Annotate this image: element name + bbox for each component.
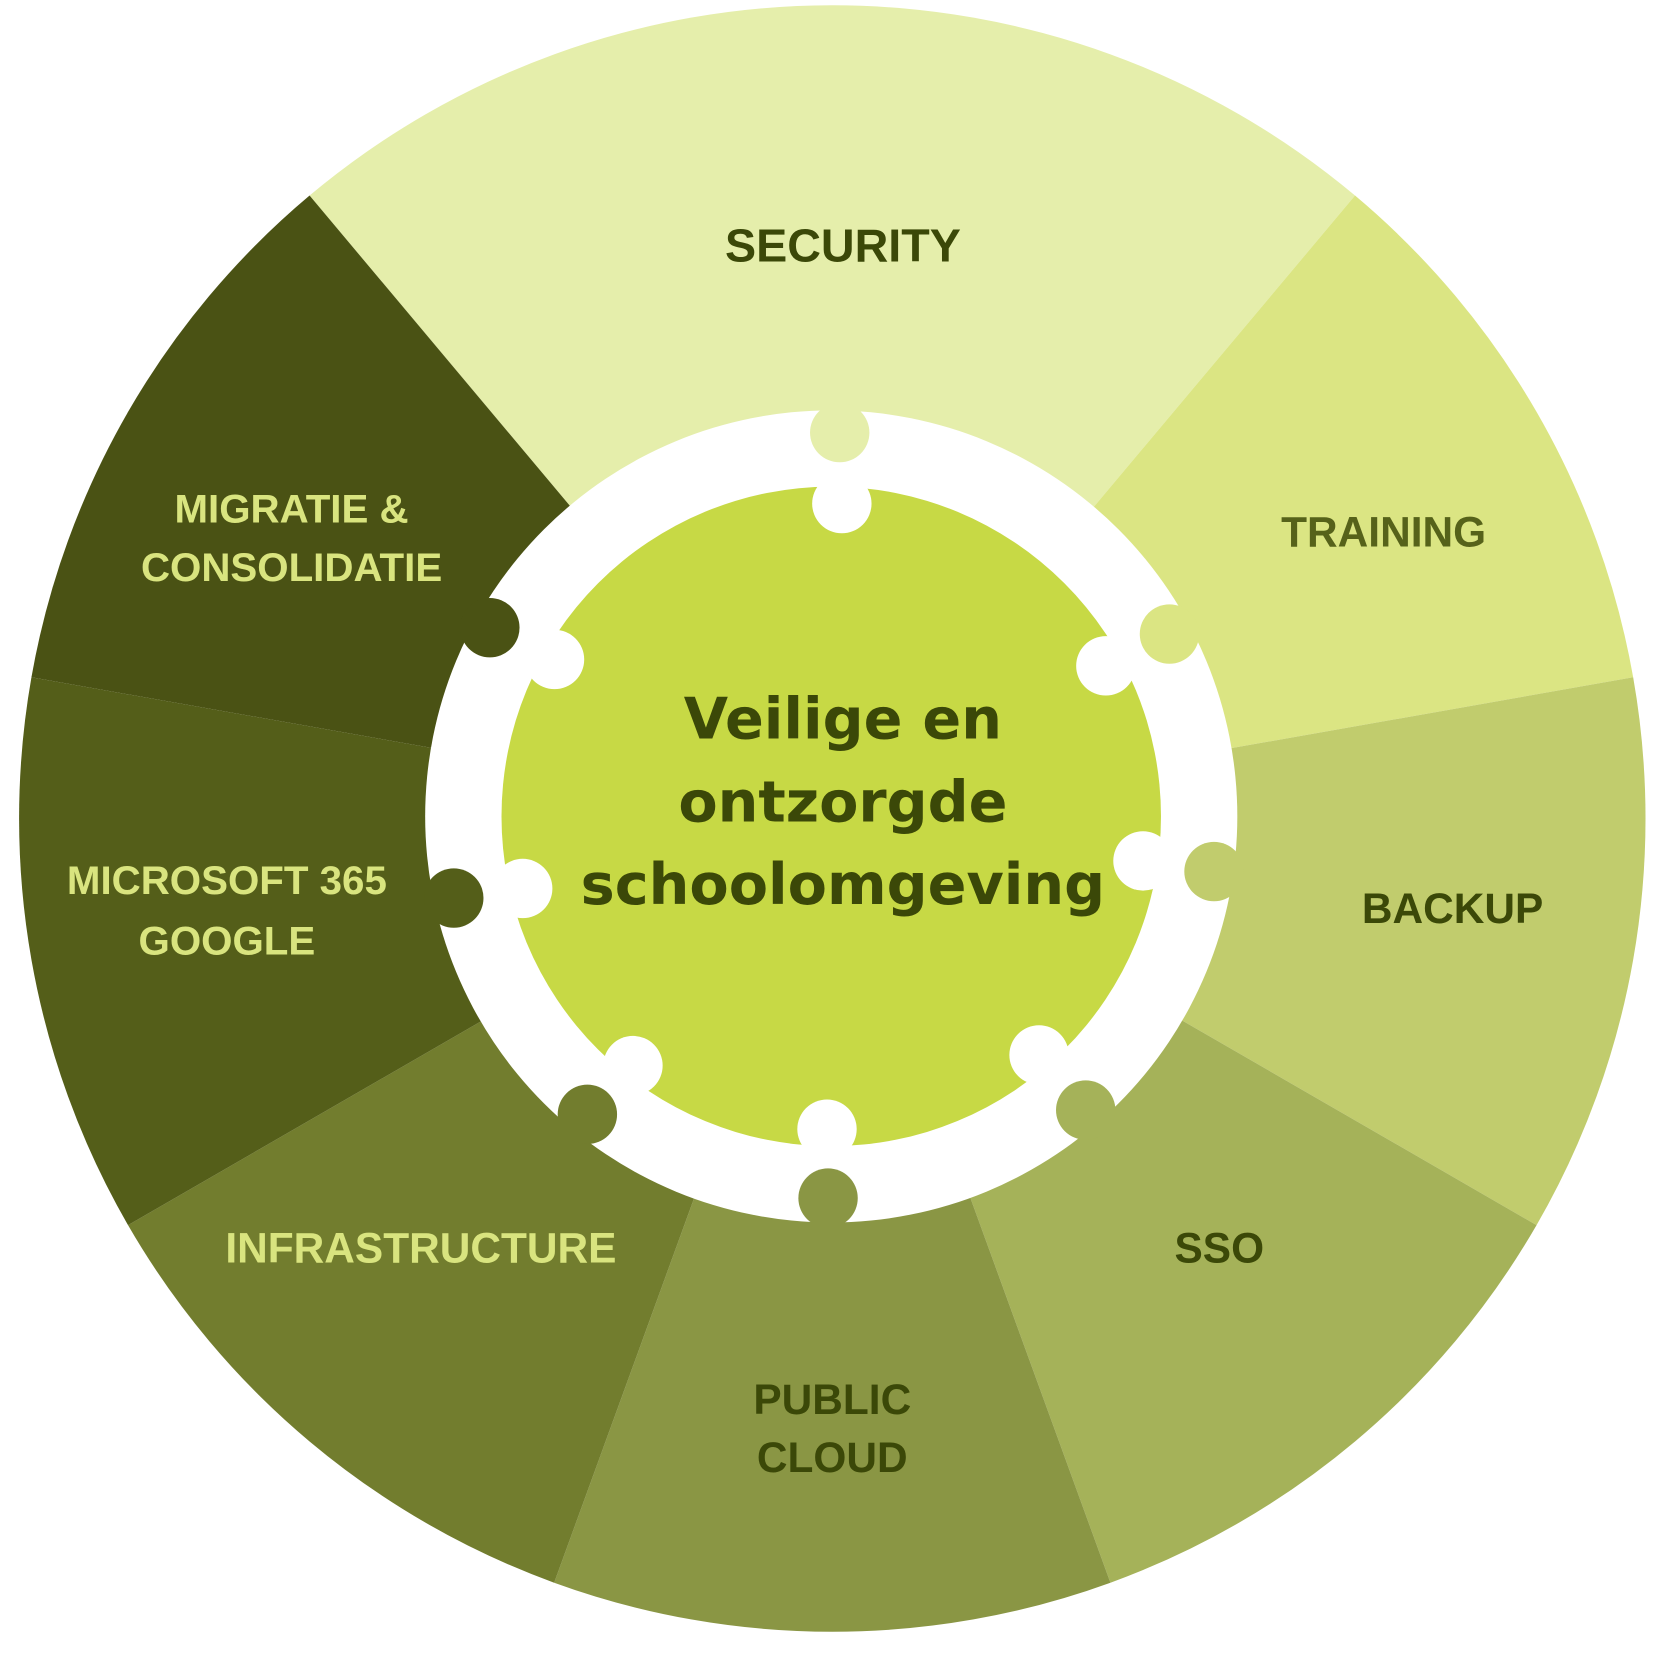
inner-puzzle-knob [603,1035,663,1096]
puzzle-knob-microsoft-google [424,868,484,928]
puzzle-knob-sso [1056,1080,1116,1140]
puzzle-knob-migratie [460,597,520,658]
label-backup-line-1: BACKUP [1362,885,1543,932]
label-infrastructure-line-1: INFRASTRUCTURE [225,1224,616,1271]
inner-puzzle-knob [1076,636,1136,696]
inner-puzzle-knob [797,1099,857,1159]
segment-labels: SECURITY TRAINING BACKUP SSO PUBLIC CLOUD INFR… [67,219,1543,1481]
label-microsoft-google-line-1: MICROSOFT 365 [67,858,387,903]
puzzle-knob-backup [1184,841,1244,902]
label-security-line-1: SECURITY [725,219,961,271]
center-title-line-3: schoolomgeving [581,851,1106,918]
puzzle-knob-security [810,402,870,463]
center-title-line-1: Veilige en [684,686,1002,753]
puzzle-knob-public-cloud [798,1168,858,1228]
inner-puzzle-knob [812,473,872,534]
label-microsoft-google-line-2: GOOGLE [139,918,316,963]
label-training-line-1: TRAINING [1281,509,1486,556]
label-migratie-line-2: CONSOLIDATIE [141,545,442,590]
inner-puzzle-knob [493,858,553,919]
puzzle-knob-infrastructure [557,1084,618,1145]
inner-puzzle-knob [1113,831,1173,891]
center-circle [501,486,1161,1147]
label-migratie-line-1: MIGRATIE & [175,487,409,532]
inner-puzzle-knob [524,629,585,690]
center-title-line-2: ontzorgde [678,768,1007,835]
puzzle-knob-training [1139,604,1200,664]
inner-puzzle-knobs [493,473,1173,1159]
label-public-cloud-line-1: PUBLIC [753,1376,911,1423]
label-public-cloud-line-2: CLOUD [757,1434,908,1481]
inner-puzzle-knob [1009,1025,1069,1085]
label-sso-line-1: SSO [1175,1224,1265,1271]
outer-puzzle-knobs [424,402,1244,1228]
